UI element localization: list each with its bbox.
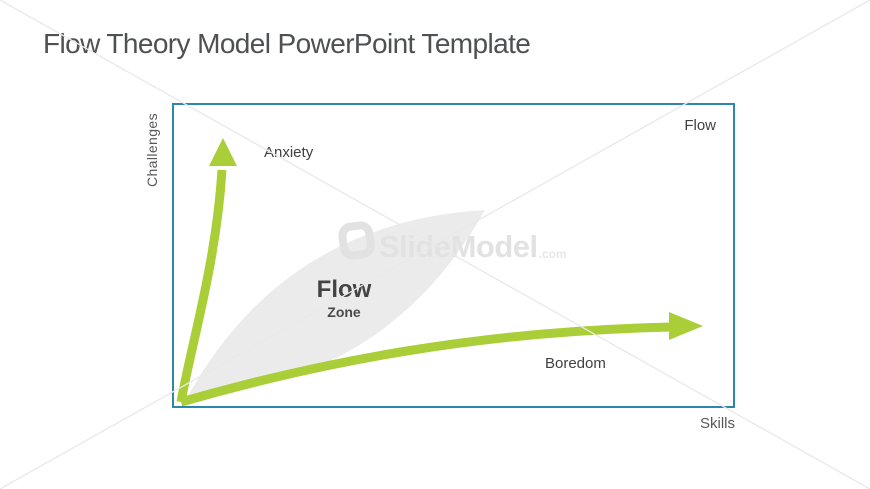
flow-chart-frame: [172, 103, 735, 408]
x-axis-label: Skills: [699, 415, 735, 432]
flow-quadrant-label: Flow: [684, 117, 716, 134]
page-title: Flow Theory Model PowerPoint Template: [43, 28, 531, 59]
flow-zone-label: Flow: [316, 276, 372, 303]
flow-zone-sublabel: Zone: [327, 304, 361, 320]
anxiety-label: Anxiety: [264, 144, 314, 161]
boredom-label: Boredom: [545, 355, 606, 372]
y-axis-label: Challenges: [144, 112, 160, 188]
